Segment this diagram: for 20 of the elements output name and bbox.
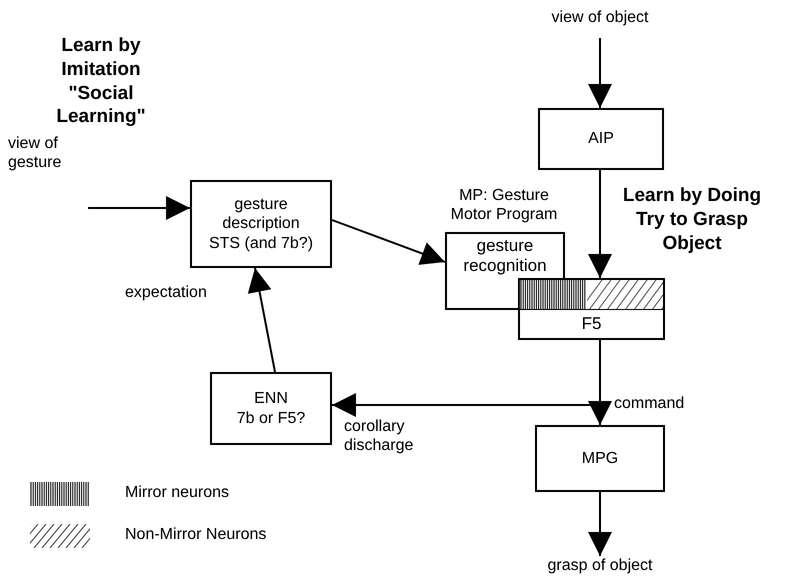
section-heading: Learn by Doing Try to Grasp Object	[622, 184, 762, 256]
process-box: MPG	[535, 425, 665, 492]
arrow	[588, 170, 612, 278]
arrow	[248, 268, 276, 372]
section-heading: Learn by Imitation "Social Learning"	[55, 34, 147, 129]
process-box: gesture description STS (and 7b?)	[190, 180, 332, 268]
text-label: view of object	[520, 8, 680, 34]
arrow	[88, 196, 190, 220]
box-heading: MP: Gesture Motor Program	[450, 186, 558, 224]
arrow	[332, 219, 446, 265]
process-box: ENN 7b or F5?	[210, 372, 332, 445]
process-box: F5	[518, 278, 665, 340]
arrow	[588, 492, 612, 556]
text-label: grasp of object	[525, 556, 675, 580]
legend-label: Mirror neurons	[125, 484, 230, 502]
arrow	[588, 38, 612, 108]
text-label: view of gesture	[8, 134, 98, 180]
edge-label: expectation	[125, 283, 207, 302]
process-box: AIP	[538, 108, 664, 170]
legend-label: Non-Mirror Neurons	[125, 526, 266, 544]
